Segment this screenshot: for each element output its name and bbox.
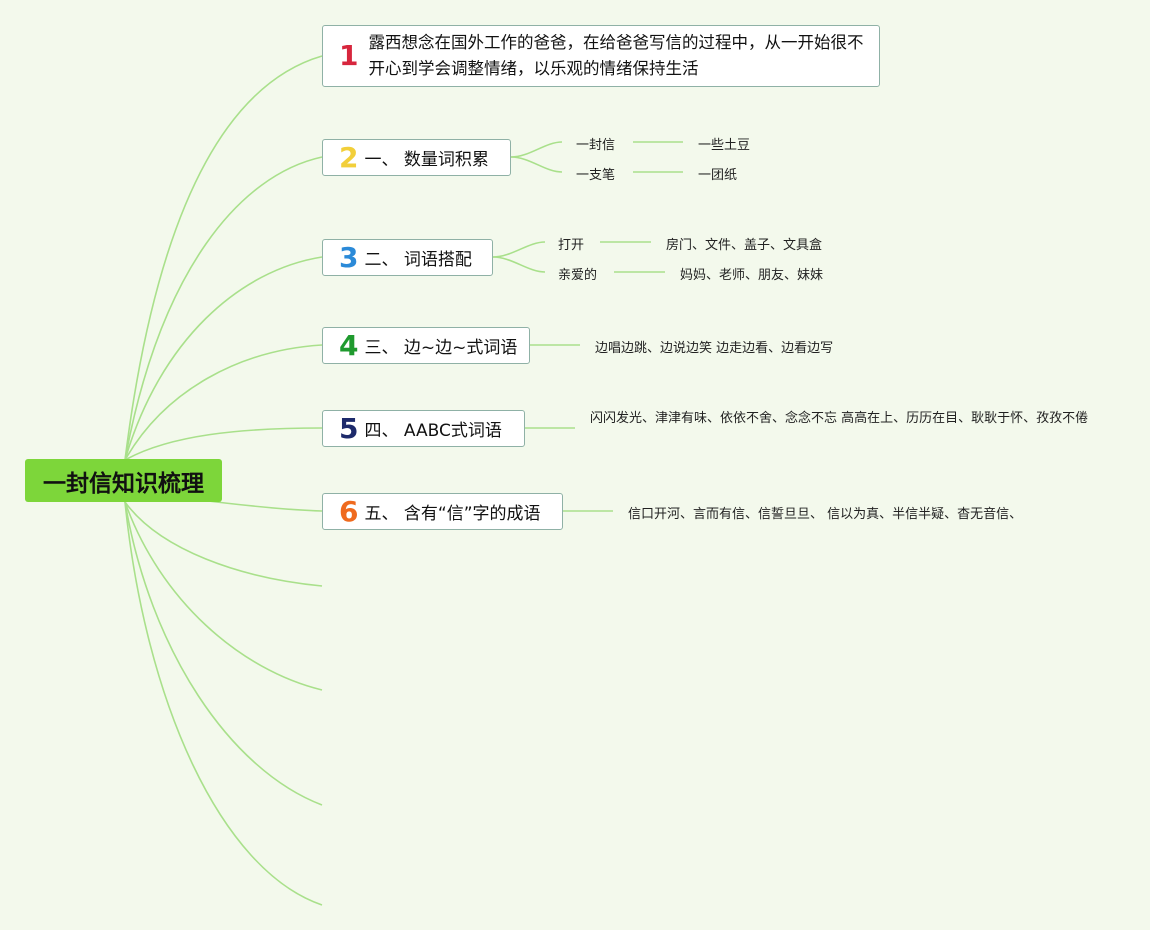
topic-5[interactable]: 5 四、 AABC式词语	[322, 410, 525, 447]
branch-1	[124, 55, 323, 461]
topic-6-label: 五、 含有“信”字的成语	[364, 504, 541, 524]
branch-4	[124, 344, 323, 461]
t5-detail[interactable]: 闪闪发光、津津有味、依依不舍、念念不忘 高高在上、历历在目、耿耿于怀、孜孜不倦	[590, 411, 1089, 426]
number-1-icon: 1	[339, 39, 359, 72]
branch-empty-1	[124, 501, 323, 587]
t3-child-2-label[interactable]: 亲爱的	[558, 268, 598, 283]
root-topic[interactable]: 一封信知识梳理	[25, 459, 222, 502]
t6-detail[interactable]: 信口开河、言而有信、信誓旦旦、 信以为真、半信半疑、杳无音信、	[628, 507, 1023, 522]
branch-3	[124, 256, 323, 461]
t3-child-1-value[interactable]: 房门、文件、盖子、文具盒	[666, 238, 823, 253]
number-5-icon: 5	[339, 411, 359, 445]
t4-detail[interactable]: 边唱边跳、边说边笑 边走边看、边看边写	[595, 341, 834, 356]
branch-empty-2	[124, 501, 323, 691]
topic-6[interactable]: 6 五、 含有“信”字的成语	[322, 493, 563, 530]
topic-3-label: 二、 词语搭配	[364, 250, 472, 270]
t3-branch-b	[492, 256, 546, 273]
topic-1-label: 露西想念在国外工作的爸爸，在给爸爸写信的过程中，从一开始很不开心到学会调整情绪，…	[368, 33, 864, 78]
topic-1[interactable]: 1 露西想念在国外工作的爸爸，在给爸爸写信的过程中，从一开始很不开心到学会调整情…	[322, 25, 880, 87]
t2-branch-a	[510, 141, 563, 158]
t3-child-2-value[interactable]: 妈妈、老师、朋友、妹妹	[680, 268, 824, 283]
number-2-icon: 2	[339, 140, 359, 174]
topic-3[interactable]: 3 二、 词语搭配	[322, 239, 493, 276]
t3-child-1-label[interactable]: 打开	[558, 238, 585, 253]
t2-child-2-value[interactable]: 一团纸	[698, 168, 738, 183]
topic-5-label: 四、 AABC式词语	[364, 421, 502, 441]
number-4-icon: 4	[339, 328, 359, 362]
t2-child-2-label[interactable]: 一支笔	[576, 168, 616, 183]
number-6-icon: 6	[339, 494, 359, 528]
topic-4[interactable]: 4 三、 边~边~式词语	[322, 327, 530, 364]
branch-empty-3	[124, 501, 323, 806]
topic-2-label: 一、 数量词积累	[364, 150, 489, 170]
t2-child-1-label[interactable]: 一封信	[576, 138, 616, 153]
number-3-icon: 3	[339, 240, 359, 274]
topic-4-label: 三、 边~边~式词语	[364, 338, 518, 358]
topic-2[interactable]: 2 一、 数量词积累	[322, 139, 511, 176]
t3-branch-a	[492, 241, 546, 258]
branch-empty-4	[124, 501, 323, 906]
t2-branch-b	[510, 156, 563, 173]
branch-5	[124, 427, 323, 461]
branch-2	[124, 156, 323, 461]
t2-child-1-value[interactable]: 一些土豆	[698, 138, 751, 153]
